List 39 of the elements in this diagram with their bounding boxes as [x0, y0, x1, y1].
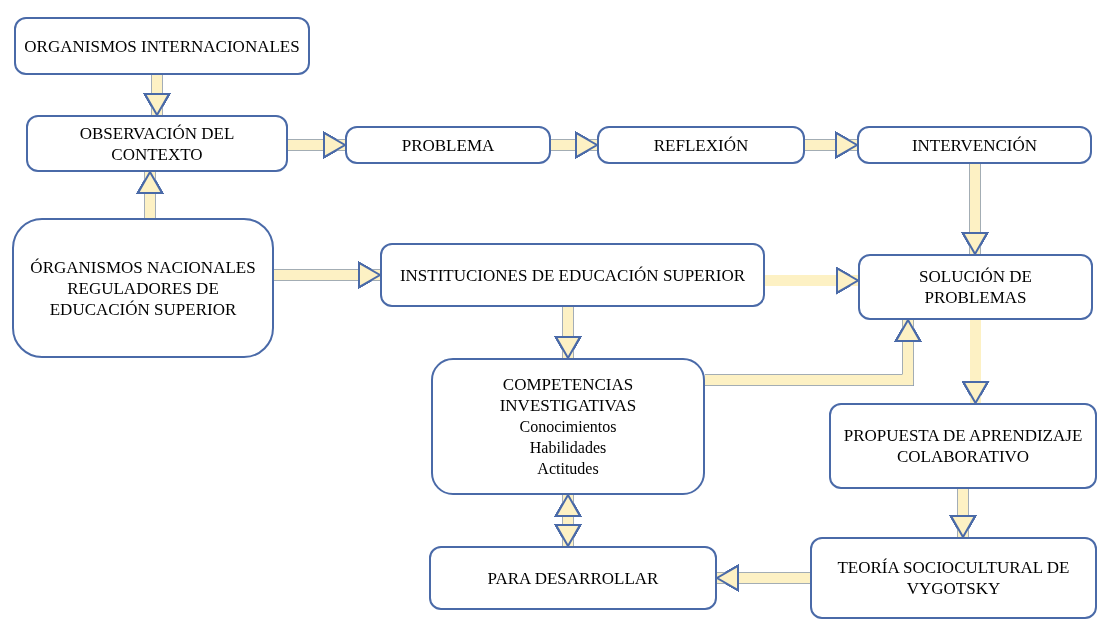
block-arrow [962, 320, 989, 404]
process-box [345, 126, 551, 164]
box-title: REFLEXIÓN [653, 134, 749, 156]
box-title: INTERVENCIÓN [911, 134, 1038, 156]
box-title: TEORÍA SOCIOCULTURAL DE VYGOTSKY [836, 557, 1071, 599]
block-arrow [551, 132, 598, 158]
process-box [597, 126, 805, 164]
box-title: SOLUCIÓN DE PROBLEMAS [918, 266, 1033, 308]
process-box [12, 218, 274, 358]
block-arrow [555, 494, 581, 547]
block-arrow [962, 164, 988, 255]
box-title: PROPUESTA DE APRENDIZAJE COLABORATIVO [842, 425, 1084, 467]
block-arrow [144, 75, 170, 116]
process-box [26, 115, 288, 172]
process-box [858, 254, 1093, 320]
box-title: ÓRGANISMOS NACIONALES REGULADORES DE EDUCACIÓN SUPERIOR [29, 256, 257, 320]
block-arrow [765, 267, 859, 294]
box-title: PARA DESARROLLAR [487, 567, 659, 589]
block-arrow [555, 307, 581, 359]
box-title: COMPETENCIAS INVESTIGATIVAS [498, 374, 638, 416]
process-box [431, 358, 705, 495]
block-arrow [137, 171, 163, 218]
block-arrow [288, 132, 346, 158]
block-arrow [705, 319, 921, 386]
box-title: PROBLEMA [401, 134, 495, 156]
block-arrow [950, 489, 976, 538]
process-box [14, 17, 310, 75]
process-box [380, 243, 765, 307]
box-title: ORGANISMOS INTERNACIONALES [24, 35, 300, 57]
block-arrow [805, 132, 858, 158]
process-box [857, 126, 1092, 164]
box-title: INSTITUCIONES DE EDUCACIÓN SUPERIOR [399, 264, 746, 286]
box-title: OBSERVACIÓN DEL CONTEXTO [78, 122, 236, 165]
process-box [810, 537, 1097, 619]
process-box [429, 546, 717, 610]
block-arrow [716, 565, 810, 591]
block-arrow [274, 262, 381, 288]
box-text: Conocimientos Habilidades Actitudes [518, 417, 618, 479]
process-box [829, 403, 1097, 489]
